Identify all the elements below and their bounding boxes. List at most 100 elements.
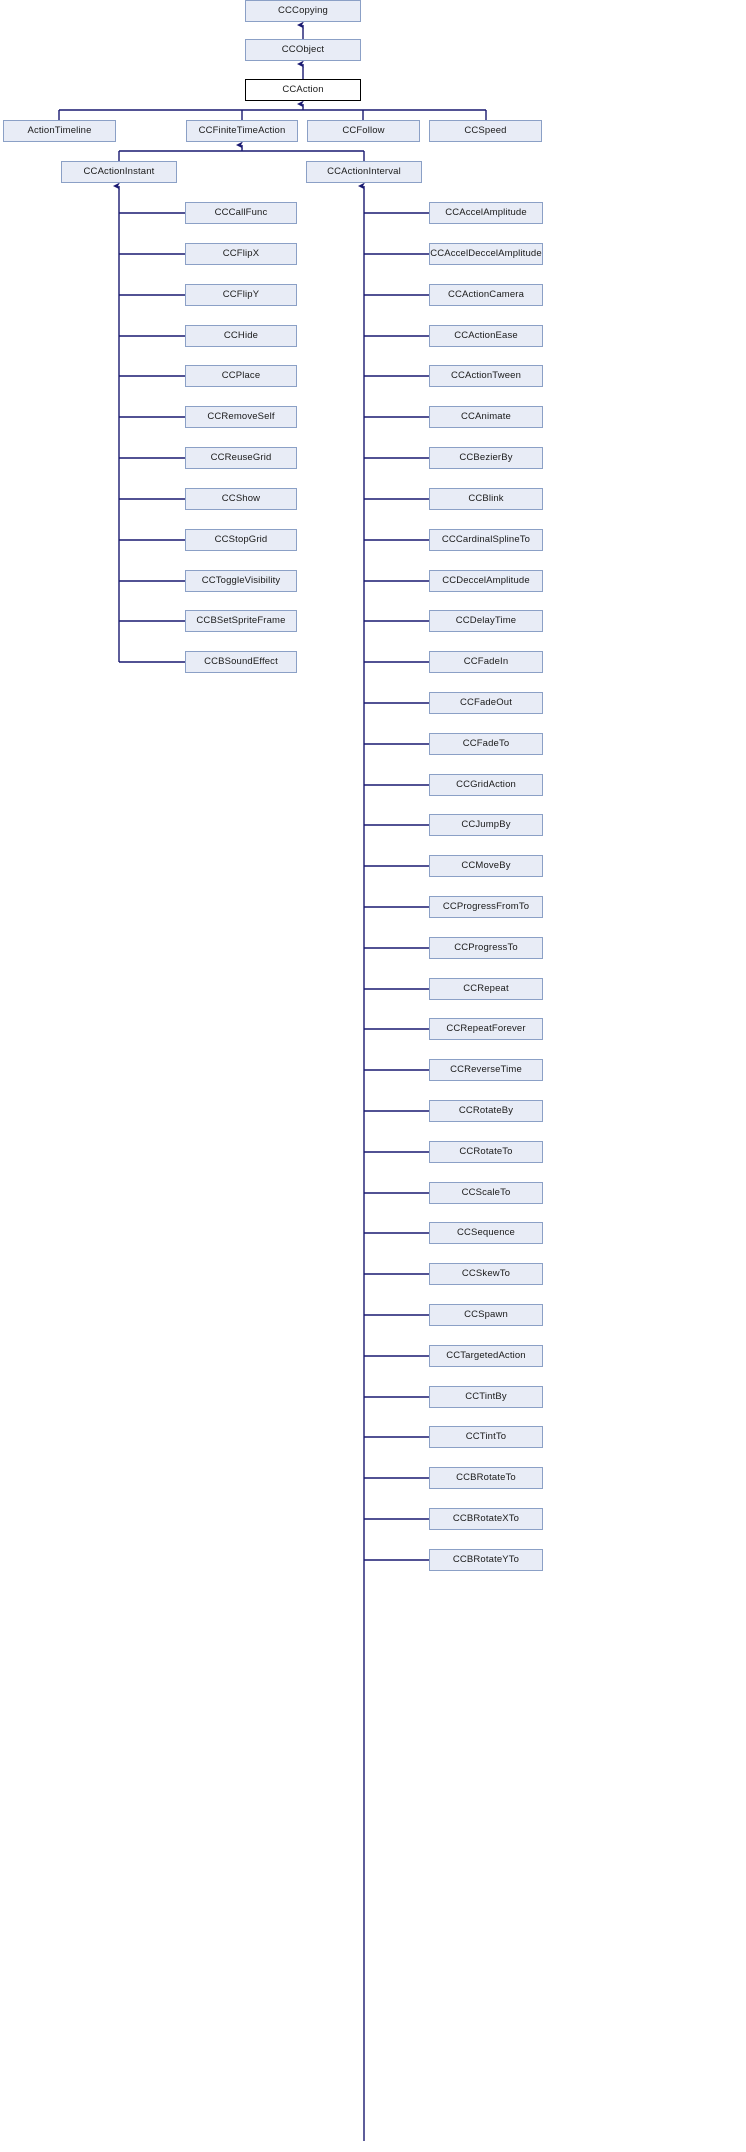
class-node-label: CCCardinalSplineTo xyxy=(441,534,531,545)
class-node-ccprogressto[interactable]: CCProgressTo xyxy=(429,937,543,959)
class-node-label: CCBSoundEffect xyxy=(204,656,278,667)
class-node-label: CCActionTween xyxy=(450,370,522,381)
class-node-label: CCTintBy xyxy=(465,1391,507,1402)
class-node-label: CCTargetedAction xyxy=(446,1350,526,1361)
class-node-label: CCRotateBy xyxy=(458,1105,514,1116)
class-node-label: CCSequence xyxy=(456,1227,515,1238)
class-node-ccacceldeccelamplitude[interactable]: CCAccelDeccelAmplitude xyxy=(429,243,543,265)
class-node-ccreversetime[interactable]: CCReverseTime xyxy=(429,1059,543,1081)
class-node-ccrotateby[interactable]: CCRotateBy xyxy=(429,1100,543,1122)
class-node-cccardinalsplineto[interactable]: CCCardinalSplineTo xyxy=(429,529,543,551)
class-node-ccreusegrid[interactable]: CCReuseGrid xyxy=(185,447,297,469)
class-node-ccsequence[interactable]: CCSequence xyxy=(429,1222,543,1244)
class-node-ccblink[interactable]: CCBlink xyxy=(429,488,543,510)
class-node-ccspeed[interactable]: CCSpeed xyxy=(429,120,542,142)
class-node-ccdelaytime[interactable]: CCDelayTime xyxy=(429,610,543,632)
class-node-label: CCTintTo xyxy=(465,1431,507,1442)
class-node-label: CCActionInterval xyxy=(327,166,401,177)
class-node-label: ActionTimeline xyxy=(27,125,92,136)
class-node-ccjumpby[interactable]: CCJumpBy xyxy=(429,814,543,836)
class-node-ccfinitetimeaction[interactable]: CCFiniteTimeAction xyxy=(186,120,298,142)
class-node-ccfadeto[interactable]: CCFadeTo xyxy=(429,733,543,755)
class-node-ccplace[interactable]: CCPlace xyxy=(185,365,297,387)
class-node-ccdeccelamplitude[interactable]: CCDeccelAmplitude xyxy=(429,570,543,592)
class-node-label: CCActionCamera xyxy=(447,289,524,300)
class-node-label: CCJumpBy xyxy=(461,819,511,830)
class-node-ccgridaction[interactable]: CCGridAction xyxy=(429,774,543,796)
class-node-label: CCRemoveSelf xyxy=(207,411,275,422)
class-node-ccflipy[interactable]: CCFlipY xyxy=(185,284,297,306)
class-node-ccaccelamplitude[interactable]: CCAccelAmplitude xyxy=(429,202,543,224)
class-node-label: CCAnimate xyxy=(461,411,511,422)
class-node-ccrotateto[interactable]: CCRotateTo xyxy=(429,1141,543,1163)
class-node-label: CCMoveBy xyxy=(461,860,511,871)
class-node-ccspawn[interactable]: CCSpawn xyxy=(429,1304,543,1326)
class-node-cchide[interactable]: CCHide xyxy=(185,325,297,347)
class-node-label: CCBRotateXTo xyxy=(452,1513,520,1524)
class-node-label: CCStopGrid xyxy=(214,534,268,545)
class-node-ccactioninterval[interactable]: CCActionInterval xyxy=(306,161,422,183)
class-node-cctintby[interactable]: CCTintBy xyxy=(429,1386,543,1408)
class-node-label: CCToggleVisibility xyxy=(201,575,281,586)
class-node-label: CCBRotateTo xyxy=(456,1472,516,1483)
class-node-label: CCRepeat xyxy=(463,983,509,994)
class-node-ccremoveself[interactable]: CCRemoveSelf xyxy=(185,406,297,428)
class-node-actiontimeline[interactable]: ActionTimeline xyxy=(3,120,116,142)
class-node-ccprogressfromto[interactable]: CCProgressFromTo xyxy=(429,896,543,918)
class-node-ccskewto[interactable]: CCSkewTo xyxy=(429,1263,543,1285)
class-node-ccaction[interactable]: CCAction xyxy=(245,79,361,101)
class-node-ccactioncamera[interactable]: CCActionCamera xyxy=(429,284,543,306)
class-node-label: CCFlipY xyxy=(222,289,260,300)
class-node-ccshow[interactable]: CCShow xyxy=(185,488,297,510)
class-node-ccactiontween[interactable]: CCActionTween xyxy=(429,365,543,387)
class-node-label: CCBezierBy xyxy=(459,452,513,463)
class-node-ccmoveby[interactable]: CCMoveBy xyxy=(429,855,543,877)
class-node-label: CCFadeTo xyxy=(462,738,510,749)
class-node-cctogglevisibility[interactable]: CCToggleVisibility xyxy=(185,570,297,592)
class-node-label: CCSpeed xyxy=(464,125,507,136)
class-node-ccrepeatforever[interactable]: CCRepeatForever xyxy=(429,1018,543,1040)
class-node-ccstopgrid[interactable]: CCStopGrid xyxy=(185,529,297,551)
class-node-label: CCBSetSpriteFrame xyxy=(196,615,286,626)
class-node-label: CCActionInstant xyxy=(83,166,155,177)
class-node-label: CCFadeIn xyxy=(463,656,509,667)
class-node-label: CCBlink xyxy=(468,493,504,504)
class-node-ccrepeat[interactable]: CCRepeat xyxy=(429,978,543,1000)
class-node-ccscaleto[interactable]: CCScaleTo xyxy=(429,1182,543,1204)
class-node-label: CCProgressFromTo xyxy=(442,901,530,912)
class-node-label: CCAccelDeccelAmplitude xyxy=(430,248,542,259)
class-node-label: CCReverseTime xyxy=(450,1064,522,1075)
class-node-label: CCFiniteTimeAction xyxy=(198,125,286,136)
class-node-ccbezierby[interactable]: CCBezierBy xyxy=(429,447,543,469)
class-node-ccfollow[interactable]: CCFollow xyxy=(307,120,420,142)
class-node-label: CCDelayTime xyxy=(455,615,517,626)
class-node-label: CCDeccelAmplitude xyxy=(442,575,530,586)
class-node-ccflipx[interactable]: CCFlipX xyxy=(185,243,297,265)
class-node-label: CCCallFunc xyxy=(214,207,268,218)
class-node-ccbrotateyto[interactable]: CCBRotateYTo xyxy=(429,1549,543,1571)
class-node-label: CCShow xyxy=(221,493,261,504)
class-node-ccobject[interactable]: CCObject xyxy=(245,39,361,61)
class-node-ccfadein[interactable]: CCFadeIn xyxy=(429,651,543,673)
class-node-cccopying[interactable]: CCCopying xyxy=(245,0,361,22)
class-node-label: CCBRotateYTo xyxy=(452,1554,520,1565)
class-node-label: CCAction xyxy=(282,84,324,95)
class-node-cccallfunc[interactable]: CCCallFunc xyxy=(185,202,297,224)
class-node-label: CCRepeatForever xyxy=(446,1023,526,1034)
class-node-label: CCHide xyxy=(223,330,259,341)
class-node-ccfadeout[interactable]: CCFadeOut xyxy=(429,692,543,714)
class-node-ccanimate[interactable]: CCAnimate xyxy=(429,406,543,428)
class-node-ccbsoundeffect[interactable]: CCBSoundEffect xyxy=(185,651,297,673)
class-node-ccbrotatexto[interactable]: CCBRotateXTo xyxy=(429,1508,543,1530)
class-node-cctintto[interactable]: CCTintTo xyxy=(429,1426,543,1448)
class-node-label: CCReuseGrid xyxy=(210,452,272,463)
class-node-ccactioninstant[interactable]: CCActionInstant xyxy=(61,161,177,183)
class-node-ccbrotateto[interactable]: CCBRotateTo xyxy=(429,1467,543,1489)
class-node-ccactionease[interactable]: CCActionEase xyxy=(429,325,543,347)
class-node-label: CCProgressTo xyxy=(454,942,518,953)
class-node-ccbsetspriteframe[interactable]: CCBSetSpriteFrame xyxy=(185,610,297,632)
class-node-label: CCPlace xyxy=(221,370,261,381)
class-node-cctargetedaction[interactable]: CCTargetedAction xyxy=(429,1345,543,1367)
